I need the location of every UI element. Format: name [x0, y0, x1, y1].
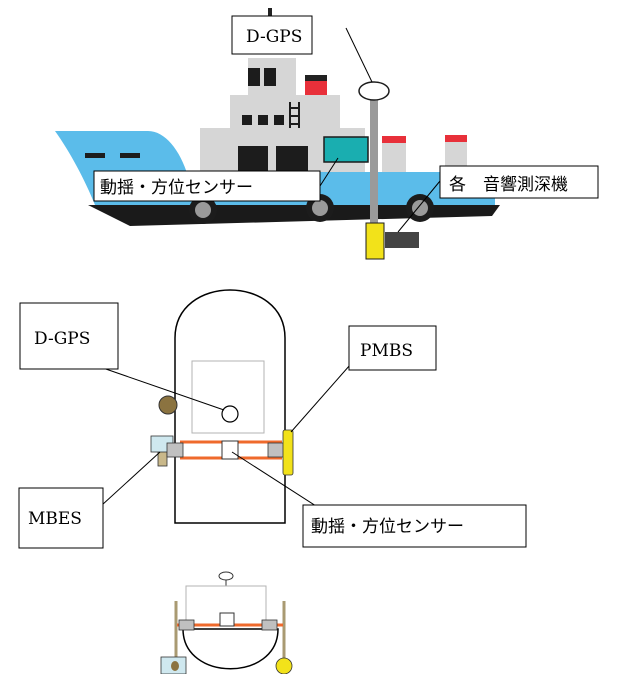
- lower-door: [276, 146, 308, 173]
- mount-block: [166, 442, 184, 458]
- hull-window: [120, 153, 140, 158]
- side-dgps-label-box: [231, 15, 313, 55]
- dgps-antenna: [358, 81, 390, 101]
- leader-line: [345, 27, 373, 83]
- dgps-pole: [370, 96, 378, 230]
- mid-window: [274, 115, 284, 125]
- lower-door: [238, 146, 268, 173]
- top-view: D-GPS PMBS MBES 動揺・方位センサー: [18, 289, 527, 549]
- top-dgps-label: D-GPS: [34, 329, 90, 349]
- top-pmbs-label: PMBS: [360, 341, 413, 361]
- aft-post-top: [445, 135, 467, 142]
- upper-window: [248, 68, 260, 86]
- front-view: [160, 571, 293, 674]
- top-pmbs-label-box: [348, 325, 437, 371]
- leader-line: [319, 157, 339, 187]
- ladder: [289, 102, 300, 130]
- echo-transducer-yellow: [365, 222, 385, 260]
- front-mount-block: [178, 619, 195, 631]
- motion-sensor-box: [323, 136, 369, 163]
- side-echo-label: 各 音響測深機: [449, 175, 568, 195]
- pmbs-transducer: [282, 429, 294, 476]
- side-dgps-label: D-GPS: [246, 27, 302, 47]
- leader-line: [290, 364, 351, 433]
- mid-window: [242, 115, 252, 125]
- leader-line: [99, 366, 225, 411]
- echo-transducer-dark: [385, 232, 419, 248]
- top-mbes-label: MBES: [28, 509, 82, 529]
- side-view: D-GPS 動揺・方位センサー 各 音響測深機: [55, 8, 599, 260]
- fender-tire-hub: [412, 200, 428, 216]
- side-echo-label-box: [439, 165, 599, 199]
- top-dgps-antenna: [221, 405, 239, 423]
- mount-block: [267, 442, 285, 458]
- leader-line: [397, 180, 441, 233]
- hull-window: [85, 153, 105, 158]
- olive-marker: [158, 395, 178, 415]
- mid-window: [258, 115, 268, 125]
- front-hull: [182, 628, 279, 670]
- top-mbes-label-box: [18, 487, 104, 549]
- leader-line: [101, 451, 161, 506]
- funnel-cap: [305, 75, 327, 81]
- fender-tire-hub: [195, 202, 211, 218]
- top-motion-label-box: [302, 504, 527, 548]
- front-motion-sensor: [219, 612, 235, 627]
- motion-sensor-block: [221, 440, 239, 460]
- aft-post-top: [382, 136, 406, 143]
- front-mount-block: [261, 619, 278, 631]
- top-motion-label: 動揺・方位センサー: [311, 517, 464, 537]
- fender-tire-hub: [312, 200, 328, 216]
- upper-window: [264, 68, 276, 86]
- front-mbes-transducer: [171, 661, 179, 671]
- front-pmbs-transducer: [275, 657, 293, 674]
- side-motion-label-box: [93, 170, 321, 202]
- side-motion-label: 動揺・方位センサー: [100, 178, 253, 198]
- top-dgps-label-box: [19, 302, 119, 370]
- hull-keel: [88, 205, 500, 226]
- front-antenna: [218, 571, 234, 581]
